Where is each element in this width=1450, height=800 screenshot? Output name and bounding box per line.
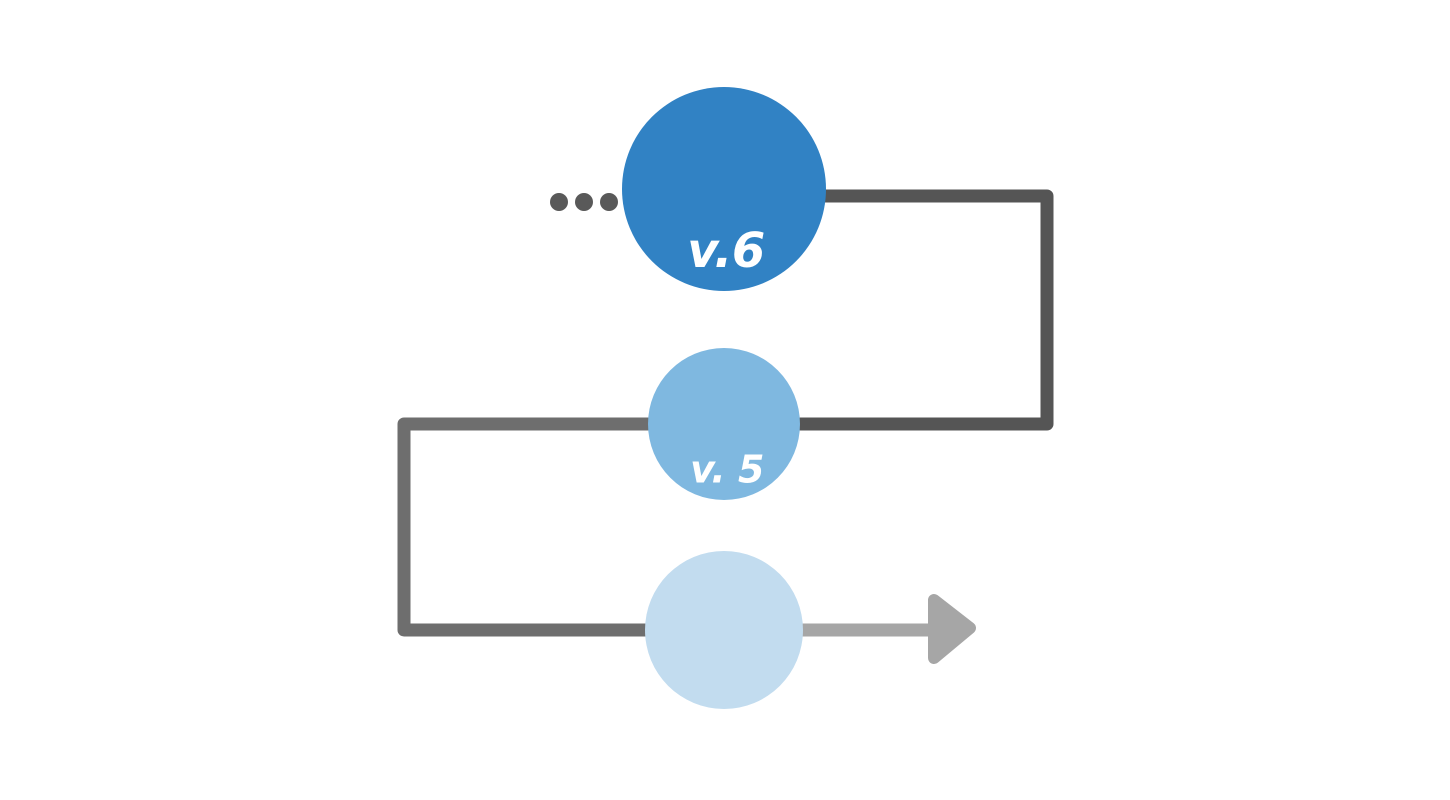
version-node-v5[interactable]: v. 5 — [648, 348, 800, 500]
version-node-v5-circle[interactable] — [648, 348, 800, 500]
ellipsis-dot-3 — [600, 193, 618, 211]
version-node-v6[interactable]: v.6 — [622, 87, 826, 291]
version-node-v6-label: v.6 — [687, 223, 765, 279]
ellipsis-dot-1 — [550, 193, 568, 211]
version-node-v6-circle[interactable] — [622, 87, 826, 291]
continuation-ellipsis — [550, 193, 618, 211]
ellipsis-dot-2 — [575, 193, 593, 211]
connector-v6-to-v5 — [793, 189, 1054, 431]
version-node-v4[interactable] — [645, 551, 803, 709]
version-node-v4-circle[interactable] — [645, 551, 803, 709]
version-node-v5-label: v. 5 — [690, 448, 764, 492]
connector-v5-to-v4 — [397, 417, 659, 637]
output-arrow-head — [928, 594, 976, 664]
